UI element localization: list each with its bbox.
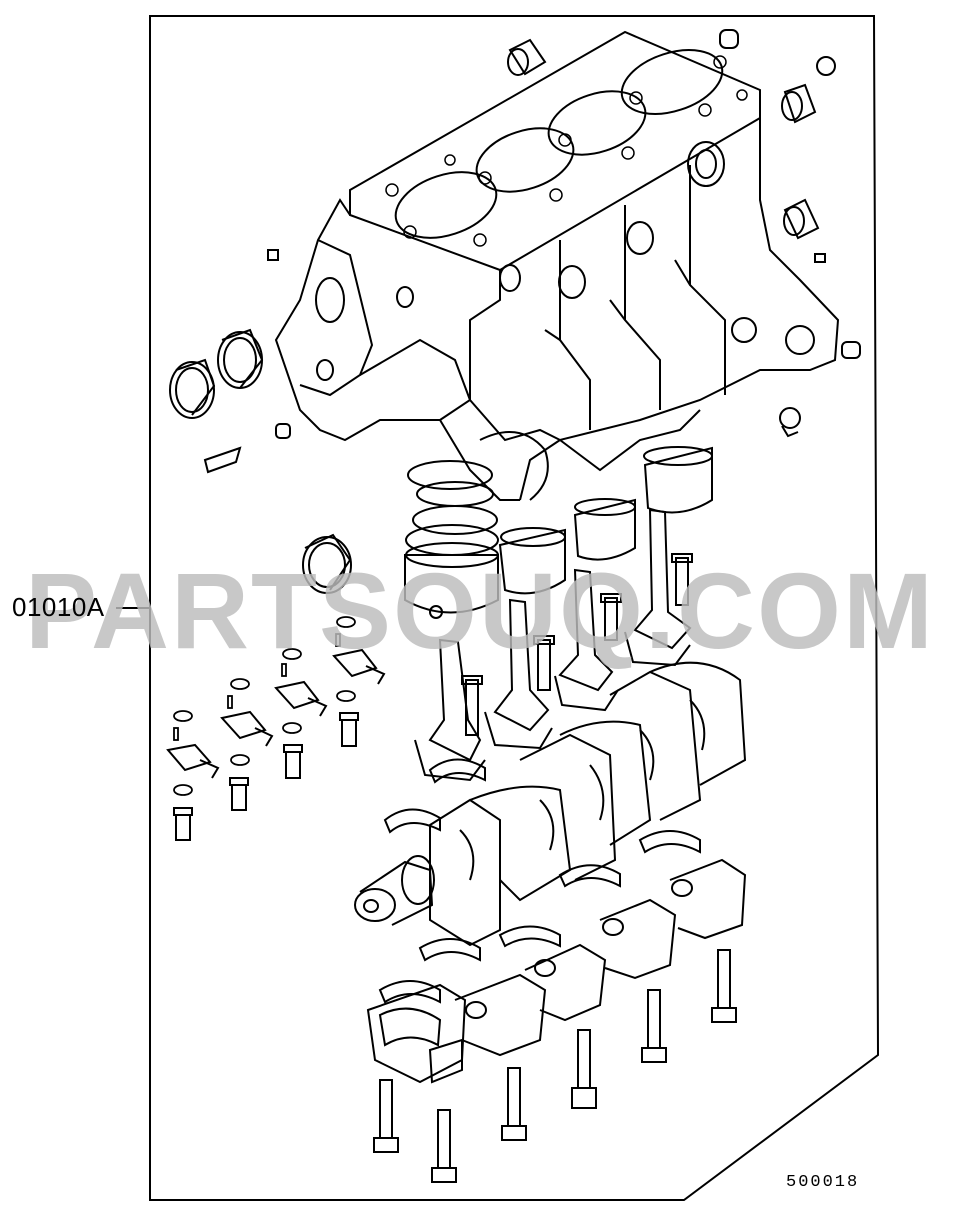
cylinder-block [274,30,840,501]
diagram-frame [149,15,880,1201]
block-plugs [267,29,861,439]
connecting-rods [414,508,692,782]
washers-and-pins [173,616,356,796]
main-bearing-caps [366,858,747,1084]
piston-rings [405,460,499,556]
crankshaft [354,661,747,947]
main-bearing-shells [378,758,701,1004]
part-callout-label[interactable]: 01010A [12,592,105,622]
main-cap-bolts [373,949,737,1183]
check-valve-bolts [173,712,359,841]
bearing-sleeves [169,328,352,594]
pistons [404,446,713,619]
figure-code: 500018 [786,1173,860,1192]
rod-bolts [461,553,693,736]
oil-jets [166,648,386,779]
